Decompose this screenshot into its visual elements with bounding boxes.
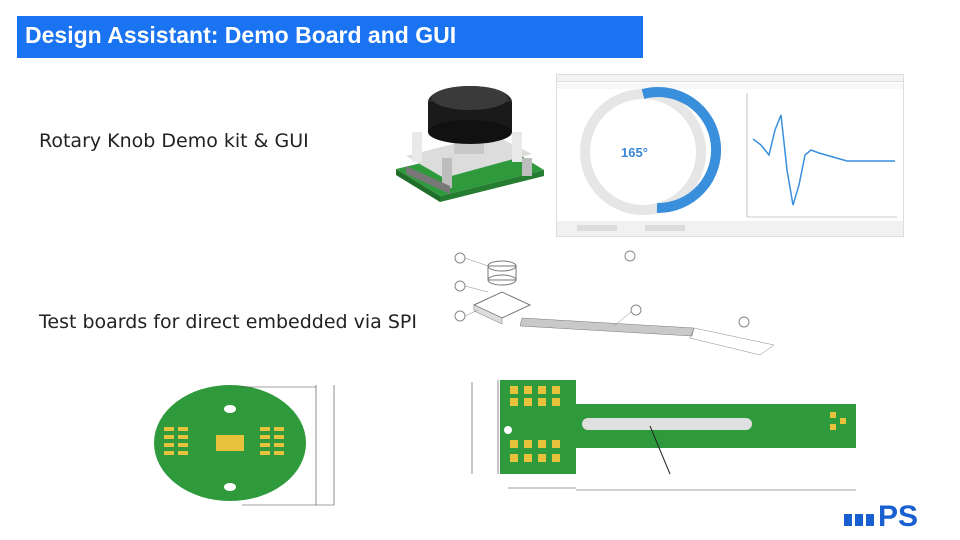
gui-angle-readout: 165° [621, 145, 648, 160]
gui-screenshot: 165° [556, 74, 904, 237]
round-test-board-drawing [154, 385, 335, 506]
slide-title-bar: Design Assistant: Demo Board and GUI [17, 16, 643, 58]
company-logo: PS [844, 500, 918, 528]
slide-title: Design Assistant: Demo Board and GUI [25, 22, 457, 48]
bullet-test-boards: Test boards for direct embedded via SPI [39, 311, 417, 333]
logo-text: PS [878, 500, 918, 528]
exploded-view-drawing [454, 250, 775, 356]
strip-test-board-drawing [471, 380, 856, 491]
bullet-rotary-knob: Rotary Knob Demo kit & GUI [39, 130, 309, 152]
gui-visualization [557, 83, 903, 236]
rotary-knob-demo-board-image [396, 86, 544, 202]
gui-window-titlebar [557, 75, 903, 82]
